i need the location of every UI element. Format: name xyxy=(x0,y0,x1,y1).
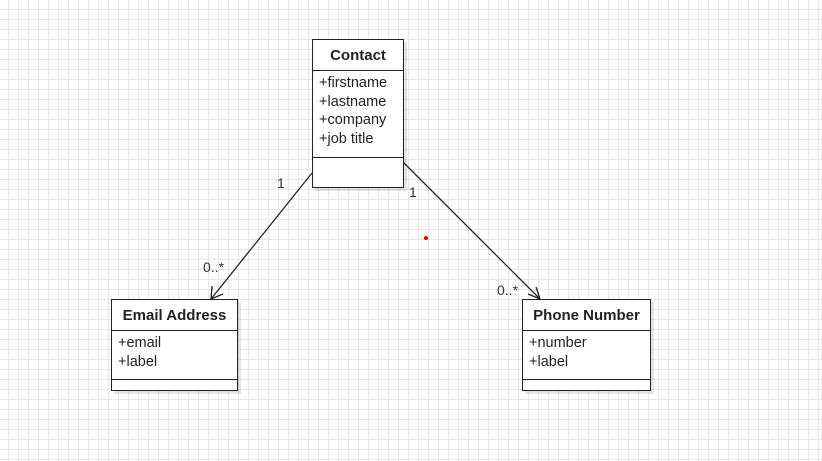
class-name[interactable]: Contact xyxy=(313,40,403,71)
attribute[interactable]: +email xyxy=(118,335,162,351)
cursor-dot xyxy=(424,236,428,240)
attribute[interactable]: +firstname xyxy=(319,75,388,91)
attribute[interactable]: +company xyxy=(319,112,387,128)
association-line[interactable] xyxy=(210,172,313,300)
class-attributes[interactable]: +number +label xyxy=(523,331,650,380)
association-contact-phone[interactable] xyxy=(403,162,542,301)
attribute[interactable]: +lastname xyxy=(319,93,387,110)
attribute[interactable]: +label xyxy=(529,353,569,370)
multiplicity-contact-phone-source[interactable]: 1 xyxy=(409,184,417,200)
attribute[interactable]: +number xyxy=(529,335,587,351)
association-contact-email[interactable] xyxy=(210,172,313,301)
multiplicity-contact-email-source[interactable]: 1 xyxy=(277,175,285,191)
multiplicity-contact-phone-target[interactable]: 0..* xyxy=(497,282,519,298)
class-name[interactable]: Email Address xyxy=(112,300,237,331)
class-phone-number[interactable]: Phone Number +number +label xyxy=(522,299,651,391)
class-attributes[interactable]: +email +label xyxy=(112,331,237,380)
class-name[interactable]: Phone Number xyxy=(523,300,650,331)
class-attributes[interactable]: +firstname +lastname +company +job title xyxy=(313,71,403,158)
attribute[interactable]: +job title xyxy=(319,130,374,147)
multiplicity-contact-email-target[interactable]: 0..* xyxy=(203,259,225,275)
attribute[interactable]: +label xyxy=(118,353,158,370)
class-email-address[interactable]: Email Address +email +label xyxy=(111,299,238,391)
association-line[interactable] xyxy=(403,162,541,300)
class-contact[interactable]: Contact +firstname +lastname +company +j… xyxy=(312,39,404,188)
